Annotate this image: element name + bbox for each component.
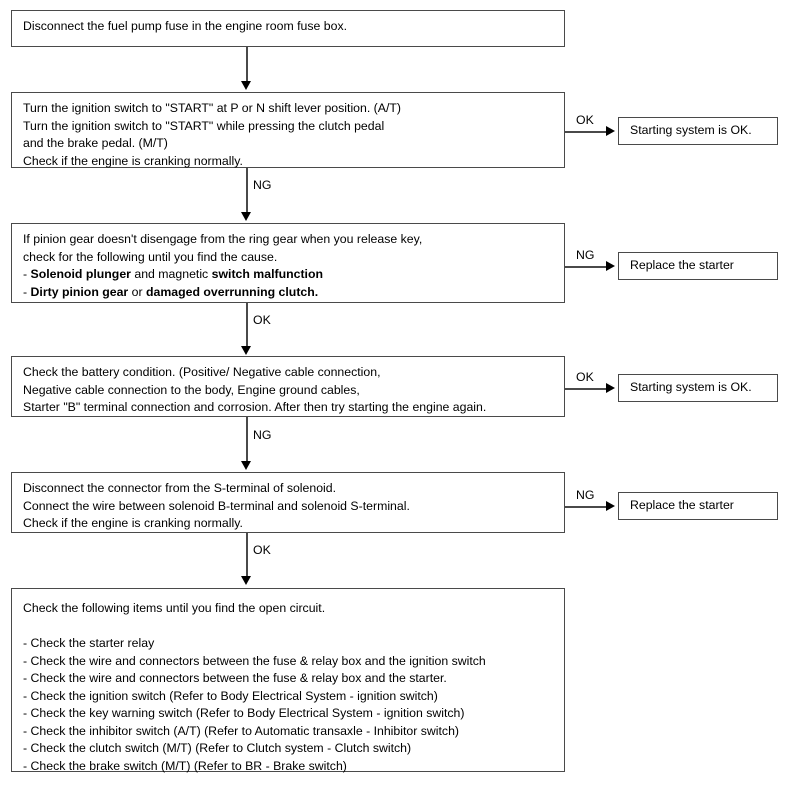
arrowhead-step1-to-step2	[241, 81, 251, 90]
connector-step3-to-step4	[246, 303, 248, 348]
step-3-line-3: - Solenoid plunger and magnetic switch m…	[23, 267, 323, 281]
process-box-step-5: Disconnect the connector from the S-term…	[11, 472, 565, 533]
connector-step2-to-step3	[246, 168, 248, 214]
connector-step3-to-outcome2	[565, 266, 609, 268]
step-6-list-item-7: - Check the clutch switch (M/T) (Refer t…	[23, 741, 412, 755]
connector-step1-to-step2	[246, 47, 248, 83]
step-1-line-1: Disconnect the fuel pump fuse in the eng…	[23, 19, 348, 33]
step-3-line-4: - Dirty pinion gear or damaged overrunni…	[23, 284, 319, 299]
outcome-4-label: Replace the starter	[630, 498, 734, 513]
arrowhead-step5-to-step6	[241, 576, 251, 585]
edge-label-branch-1-ok: OK	[576, 113, 594, 127]
process-box-step-2: Turn the ignition switch to "START" at P…	[11, 92, 565, 168]
edge-label-branch-2-ng: NG	[576, 248, 595, 262]
process-box-step-3: If pinion gear doesn't disengage from th…	[11, 223, 565, 303]
step-6-list-item-3: - Check the wire and connectors between …	[23, 671, 447, 685]
step-6-list-item-1: - Check the starter relay	[23, 636, 155, 650]
edge-label-branch-4-ng: NG	[576, 488, 595, 502]
step-6-list-item-4: - Check the ignition switch (Refer to Bo…	[23, 688, 438, 703]
step-2-line-4: Check if the engine is cranking normally…	[23, 153, 243, 168]
edge-label-down-1-ng: NG	[253, 178, 272, 192]
step-6-spacer	[23, 618, 555, 636]
edge-label-branch-3-ok: OK	[576, 370, 594, 384]
step-4-line-2: Negative cable connection to the body, E…	[23, 382, 360, 397]
arrowhead-step2-to-outcome1	[606, 126, 615, 136]
connector-step4-to-outcome3	[565, 388, 609, 390]
arrowhead-step3-to-step4	[241, 346, 251, 355]
connector-step4-to-step5	[246, 417, 248, 463]
process-box-step-6: Check the following items until you find…	[11, 588, 565, 773]
step-5-line-3: Check if the engine is cranking normally…	[23, 516, 243, 530]
outcome-box-4-replace-starter: Replace the starter	[618, 492, 778, 520]
step-6-list-item-5: - Check the key warning switch (Refer to…	[23, 706, 465, 720]
step-3-line-2: check for the following until you find t…	[23, 249, 278, 264]
outcome-2-label: Replace the starter	[630, 258, 734, 273]
step-5-line-2: Connect the wire between solenoid B-term…	[23, 498, 410, 513]
outcome-3-label: Starting system is OK.	[630, 380, 752, 395]
edge-label-down-2-ok: OK	[253, 313, 271, 327]
step-2-line-1: Turn the ignition switch to "START" at P…	[23, 101, 402, 115]
step-4-line-1: Check the battery condition. (Positive/ …	[23, 365, 381, 379]
step-4-line-3: Starter "B" terminal connection and corr…	[23, 400, 487, 414]
connector-step5-to-outcome4	[565, 506, 609, 508]
step-3-line-1: If pinion gear doesn't disengage from th…	[23, 232, 423, 246]
outcome-box-2-replace-starter: Replace the starter	[618, 252, 778, 280]
edge-label-down-4-ok: OK	[253, 543, 271, 557]
step-6-line-1: Check the following items until you find…	[23, 601, 326, 615]
arrowhead-step5-to-outcome4	[606, 501, 615, 511]
outcome-box-3-starting-ok: Starting system is OK.	[618, 374, 778, 402]
step-2-line-3: and the brake pedal. (M/T)	[23, 136, 168, 150]
edge-label-down-3-ng: NG	[253, 428, 272, 442]
step-5-line-1: Disconnect the connector from the S-term…	[23, 481, 337, 495]
process-box-step-4: Check the battery condition. (Positive/ …	[11, 356, 565, 417]
process-box-step-1: Disconnect the fuel pump fuse in the eng…	[11, 10, 565, 47]
arrowhead-step3-to-outcome2	[606, 261, 615, 271]
outcome-box-1-starting-ok: Starting system is OK.	[618, 117, 778, 145]
step-6-list-item-2: - Check the wire and connectors between …	[23, 653, 486, 668]
step-6-list-item-6: - Check the inhibitor switch (A/T) (Refe…	[23, 723, 460, 738]
arrowhead-step2-to-step3	[241, 212, 251, 221]
arrowhead-step4-to-step5	[241, 461, 251, 470]
step-6-list-item-8: - Check the brake switch (M/T) (Refer to…	[23, 758, 347, 773]
connector-step5-to-step6	[246, 533, 248, 578]
step-2-line-2: Turn the ignition switch to "START" whil…	[23, 118, 385, 133]
connector-step2-to-outcome1	[565, 131, 609, 133]
outcome-1-label: Starting system is OK.	[630, 123, 752, 138]
arrowhead-step4-to-outcome3	[606, 383, 615, 393]
